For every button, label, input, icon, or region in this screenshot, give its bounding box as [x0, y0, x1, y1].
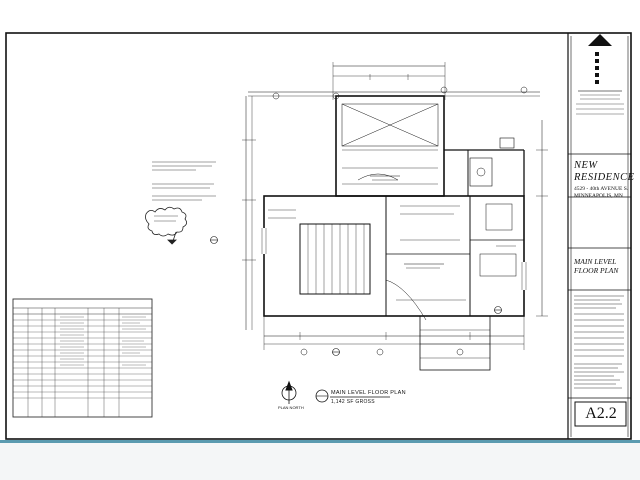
sheet-title-line-2: FLOOR PLAN — [574, 266, 619, 275]
plan-area: 1,142 SF GROSS — [331, 399, 375, 405]
north-arrow — [281, 380, 297, 404]
plan-title: MAIN LEVEL FLOOR PLAN — [331, 390, 406, 396]
project-name: NEW RESIDENCE — [574, 160, 635, 184]
plan-title-marker — [315, 389, 390, 403]
sheet-number: A2.2 — [585, 405, 617, 422]
address-line-2: MINNEAPOLIS, MN — [574, 193, 623, 199]
north-label: PLAN NORTH — [278, 405, 304, 410]
sheet-title-line-1: MAIN LEVEL — [574, 257, 617, 266]
firm-logo — [576, 34, 624, 115]
viewer-accent-line — [0, 440, 640, 443]
floor-plan — [210, 62, 548, 371]
architectural-drawing — [5, 32, 632, 440]
sheet-border — [5, 32, 632, 440]
project-name-line-2: RESIDENCE — [574, 172, 635, 183]
project-address: 4529 - 40th AVENUE S. MINNEAPOLIS, MN — [574, 186, 628, 200]
door-window-schedule — [12, 298, 153, 418]
sheet-title: MAIN LEVEL FLOOR PLAN — [574, 257, 618, 275]
sheet-number-box — [574, 401, 627, 427]
revision-cloud — [145, 206, 187, 245]
project-name-line-1: NEW — [574, 160, 598, 171]
address-line-1: 4529 - 40th AVENUE S. — [574, 186, 629, 192]
viewer-bottom-band — [0, 440, 640, 480]
revision-notes — [574, 295, 624, 389]
general-notes — [152, 161, 216, 201]
